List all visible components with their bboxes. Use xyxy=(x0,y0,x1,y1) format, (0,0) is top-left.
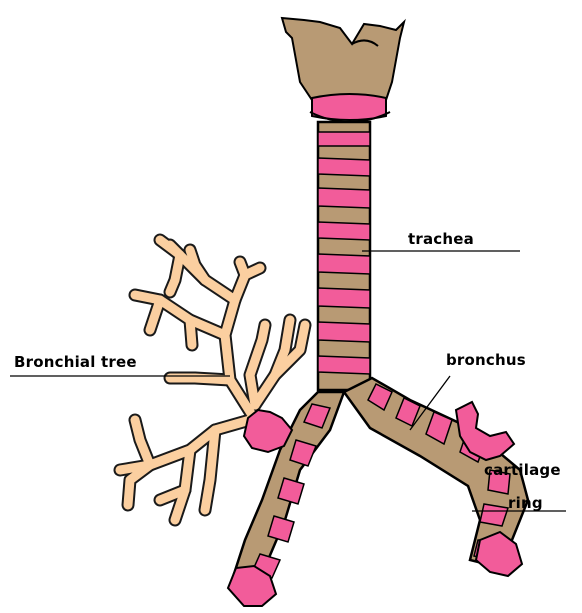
larynx xyxy=(282,18,404,122)
label-ring: ring xyxy=(508,494,543,512)
label-trachea: trachea xyxy=(408,230,474,248)
label-bronchus: bronchus xyxy=(446,351,526,369)
label-cartilage: cartilage xyxy=(484,461,561,479)
label-bronchial-tree: Bronchial tree xyxy=(14,353,137,371)
